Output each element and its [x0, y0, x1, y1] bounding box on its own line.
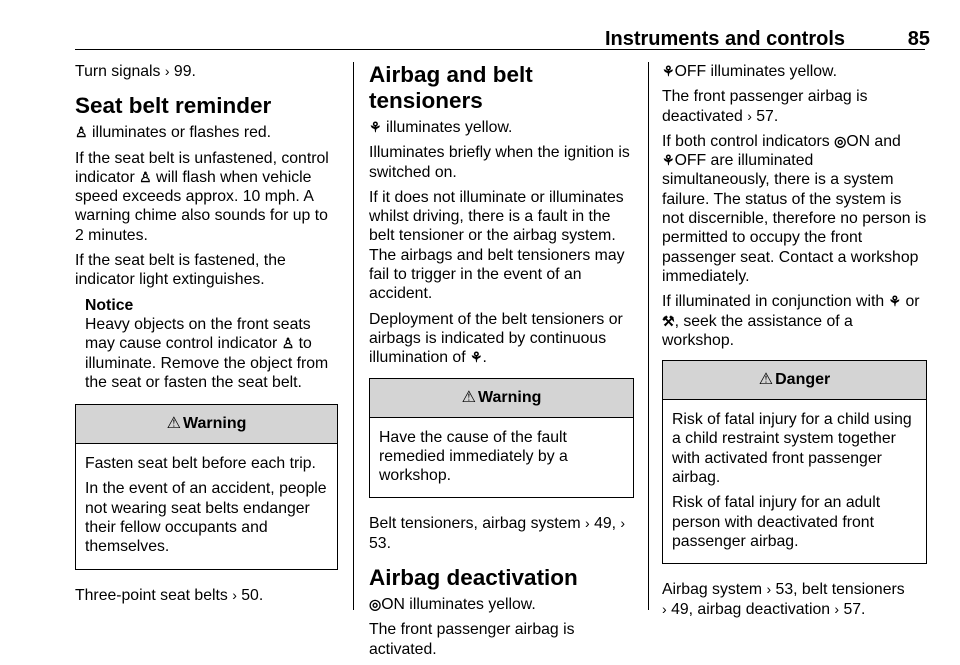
seat-belt-para3: If the seat belt is fastened, the indica…: [75, 252, 286, 289]
warning-box-body: Fasten seat belt before each trip. In th…: [76, 444, 337, 568]
ref-arrow-icon: ›: [585, 515, 590, 532]
seat-belt-icon: ♙: [281, 335, 295, 352]
notice-block: Notice Heavy objects on the front seats …: [85, 296, 338, 392]
airbag-off-line: ⚘OFF illuminates yellow.: [662, 63, 837, 80]
airbag-refs-line: Belt tensioners, airbag system › 49, › 5…: [369, 515, 626, 552]
danger-para: Risk of fatal injury for an adult person…: [672, 494, 881, 550]
ref-arrow-icon: ›: [834, 600, 840, 617]
warning-box: ⚠Warning Have the cause of the fault rem…: [369, 377, 634, 499]
ref-arrow-icon: ›: [662, 600, 667, 617]
final-refs-line: Airbag system › 53, belt tensioners › 49…: [662, 581, 905, 618]
page-ref-link[interactable]: 57.: [756, 107, 779, 125]
seat-belt-line1: ♙ illuminates or flashes red.: [75, 124, 272, 142]
airbag-tensioners-heading: Airbag and belt tensioners: [369, 62, 533, 113]
seat-belt-heading: Seat belt reminder: [75, 93, 272, 119]
column-right: ⚘OFF illuminates yellow. The front passe…: [662, 62, 927, 625]
warning-triangle-icon: ⚠: [758, 371, 774, 389]
column-middle: Airbag and belt tensioners ⚘ illuminates…: [369, 62, 634, 665]
ref-arrow-icon: ›: [766, 581, 772, 598]
airbag-para3: If it does not illuminate or illuminates…: [369, 188, 625, 303]
danger-para: Risk of fatal injury for a child using a…: [672, 411, 912, 487]
page-ref-link[interactable]: 53, belt tensioners: [775, 581, 905, 599]
airbag-para4: Deployment of the belt tensioners or air…: [369, 310, 623, 367]
ref-arrow-icon: ›: [232, 586, 237, 603]
airbag-line1: ⚘ illuminates yellow.: [369, 119, 513, 136]
page-ref-link[interactable]: 57.: [843, 600, 866, 618]
airbag-para2: Illuminates briefly when the ignition is…: [369, 144, 630, 181]
header-rule: [75, 49, 925, 50]
notice-text: Heavy objects on the front seats may cau…: [85, 315, 329, 391]
column-left: Turn signals › 99. Seat belt reminder ♙ …: [75, 62, 338, 611]
ref-arrow-icon: ›: [747, 107, 752, 124]
danger-box: ⚠Danger Risk of fatal injury for a child…: [662, 360, 927, 565]
seat-belt-icon: ♙: [139, 168, 152, 185]
wrench-icon: ⚒: [662, 312, 675, 329]
airbag-icon: ⚘: [469, 349, 483, 366]
seat-belt-para2: If the seat belt is unfastened, control …: [75, 149, 329, 244]
column-divider-right: [648, 62, 649, 610]
page-ref-link[interactable]: 99.: [173, 63, 196, 80]
page-ref-link[interactable]: 49, airbag deactivation: [671, 600, 831, 618]
danger-box-header: ⚠Danger: [663, 361, 926, 401]
ref-arrow-icon: ›: [164, 63, 170, 79]
page-number: 85: [907, 28, 930, 50]
notice-title: Notice: [85, 296, 134, 314]
warning-box-body: Have the cause of the fault remedied imm…: [370, 418, 633, 498]
column-divider-left: [353, 62, 354, 610]
ref-arrow-icon: ›: [620, 515, 626, 532]
warning-triangle-icon: ⚠: [461, 388, 476, 406]
airbag-on-line: ◎ON illuminates yellow.: [369, 596, 536, 614]
both-indicators-para: If both control indicators ◎ON and ⚘OFF …: [662, 132, 927, 285]
header-title: Instruments and controls: [604, 28, 845, 50]
warning-para: Fasten seat belt before each trip.: [85, 455, 316, 473]
page-ref-link[interactable]: 49,: [594, 515, 617, 533]
airbag-off-para: The front passenger airbag is deactivate…: [662, 88, 868, 125]
page-ref-link[interactable]: 53.: [369, 534, 391, 552]
airbag-on-para: The front passenger airbag is activated.: [369, 621, 575, 658]
warning-box-header: ⚠Warning: [76, 405, 337, 445]
airbag-off-icon: ⚘: [662, 152, 675, 169]
warning-box-header: ⚠Warning: [370, 378, 633, 418]
airbag-deactivation-heading: Airbag deactivation: [369, 565, 578, 591]
turn-signals-ref-line: Turn signals › 99.: [75, 63, 196, 80]
warning-para: Have the cause of the fault remedied imm…: [379, 428, 568, 485]
page-ref-link[interactable]: 50.: [241, 586, 264, 604]
conjunction-para: If illuminated in conjunction with ⚘ or …: [662, 293, 920, 349]
airbag-off-icon: ⚘: [662, 63, 675, 79]
airbag-icon: ⚘: [888, 293, 902, 310]
airbag-on-icon: ◎: [369, 596, 382, 613]
warning-para: In the event of an accident, people not …: [85, 480, 327, 556]
airbag-on-icon: ◎: [834, 132, 847, 149]
airbag-icon: ⚘: [369, 119, 382, 135]
warning-box: ⚠Warning Fasten seat belt before each tr…: [75, 404, 338, 570]
warning-triangle-icon: ⚠: [166, 415, 181, 433]
seat-belt-icon: ♙: [75, 124, 88, 141]
danger-box-body: Risk of fatal injury for a child using a…: [663, 400, 926, 563]
three-point-ref-line: Three-point seat belts › 50.: [75, 586, 264, 604]
